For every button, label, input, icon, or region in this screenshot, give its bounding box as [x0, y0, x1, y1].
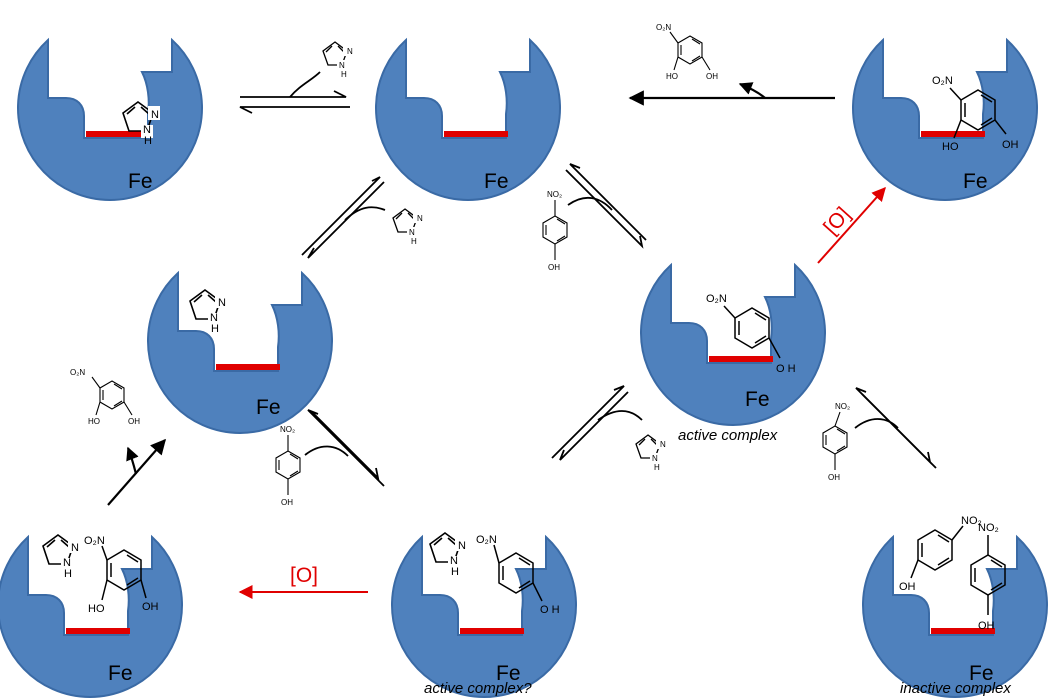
- svg-text:N: N: [660, 440, 666, 449]
- svg-text:HO: HO: [942, 141, 959, 153]
- nitrophenol-molecule: NO₂ OH: [899, 515, 982, 593]
- equilibrium-arrow-left-diagonal: [301, 176, 386, 259]
- fe-label: Fe: [963, 170, 988, 193]
- svg-text:OH: OH: [1002, 139, 1019, 151]
- svg-text:OH: OH: [128, 417, 140, 426]
- svg-text:OH: OH: [142, 601, 159, 613]
- svg-text:NO₂: NO₂: [280, 425, 295, 434]
- svg-text:N: N: [458, 540, 466, 552]
- fe-label: Fe: [128, 170, 153, 193]
- pyrazole-molecule: N N H: [429, 532, 468, 578]
- pocket-catechol-pyrazole-bottom-left: Fe N N H O₂N HO OH: [0, 534, 183, 698]
- free-2-nitrophenol: NO₂ OH: [822, 402, 850, 482]
- svg-text:O₂N: O₂N: [84, 535, 105, 547]
- svg-text:NO₂: NO₂: [835, 402, 850, 411]
- svg-text:NO₂: NO₂: [547, 190, 562, 199]
- release-arrow-top: [628, 82, 835, 106]
- pyrazole-molecule: N N H: [42, 534, 81, 580]
- free-pyrazole-bottom: N N H: [635, 434, 667, 472]
- pyrazole-molecule: N N H: [189, 289, 228, 335]
- pocket-pyrazole-middle-left: Fe N N H: [147, 272, 333, 434]
- equilibrium-arrow-right-lower: [854, 387, 937, 469]
- svg-text:HO: HO: [88, 603, 105, 615]
- nitrophenol-molecule: O₂N O H: [706, 293, 796, 375]
- equilibrium-arrow-middle-left: [304, 409, 385, 487]
- free-nitrophenol-b: NO₂ OH: [275, 425, 301, 507]
- svg-text:N: N: [339, 61, 345, 70]
- nitrocatechol-molecule: O₂N HO OH: [84, 535, 159, 615]
- oxidation-arrow-top-right: [O]: [817, 186, 886, 264]
- pocket-nitrophenol-active: Fe O₂N O H: [640, 264, 826, 426]
- svg-text:N: N: [652, 454, 658, 463]
- svg-text:OH: OH: [548, 263, 560, 272]
- svg-text:H: H: [144, 135, 152, 147]
- fe-label: Fe: [108, 662, 133, 685]
- svg-text:N: N: [71, 542, 79, 554]
- svg-text:N: N: [151, 109, 159, 121]
- svg-text:O₂N: O₂N: [656, 23, 671, 32]
- svg-text:HO: HO: [88, 417, 100, 426]
- svg-text:H: H: [411, 237, 417, 246]
- caption-inactive-complex: inactive complex: [900, 680, 1011, 697]
- nitrocatechol-molecule: O₂N HO OH: [932, 75, 1019, 153]
- svg-text:N: N: [347, 47, 353, 56]
- svg-text:OH: OH: [706, 72, 718, 81]
- fe-label: Fe: [256, 396, 281, 419]
- svg-text:O₂N: O₂N: [932, 75, 953, 87]
- svg-text:O H: O H: [540, 604, 560, 616]
- caption-active-complex-q: active complex?: [424, 680, 532, 697]
- pocket-nitrocatechol-top-right: Fe O₂N HO OH: [852, 39, 1038, 201]
- pyrazole-molecule: N N H: [122, 101, 161, 147]
- equilibrium-arrow-bottom-center: [551, 385, 643, 461]
- svg-text:OH: OH: [281, 498, 293, 507]
- svg-text:HO: HO: [666, 72, 678, 81]
- pocket-nitrophenol-pyrazole-active-q: Fe N N H O₂N O H: [391, 532, 577, 698]
- fe-label: Fe: [969, 662, 994, 685]
- svg-text:H: H: [341, 70, 347, 79]
- svg-text:H: H: [211, 323, 219, 335]
- release-arrow-bottom-left: [107, 438, 167, 506]
- oxidant-label: [O]: [819, 203, 855, 239]
- equilibrium-arrow-top-left: [239, 71, 350, 114]
- svg-text:N: N: [417, 214, 423, 223]
- svg-text:OH: OH: [978, 620, 995, 632]
- caption-active-complex: active complex: [678, 427, 778, 444]
- oxidation-arrow-bottom: [O]: [238, 564, 368, 599]
- svg-text:N: N: [409, 228, 415, 237]
- oxidant-label: [O]: [290, 564, 318, 587]
- pocket-two-nitrophenol-inactive: Fe NO₂ OH NO₂ OH: [862, 515, 1048, 698]
- free-nitrocatechol-top: O₂N HO OH: [656, 23, 718, 81]
- svg-text:H: H: [654, 463, 660, 472]
- svg-text:OH: OH: [899, 581, 916, 593]
- pocket-empty-top-center: Fe: [375, 39, 561, 201]
- svg-text:N: N: [450, 555, 458, 567]
- free-nitrocatechol-left: O₂N HO OH: [70, 368, 140, 426]
- svg-text:N: N: [143, 124, 151, 136]
- pocket-pyrazole-top-left: Fe N N H: [17, 39, 203, 201]
- fe-label: Fe: [484, 170, 509, 193]
- svg-text:N: N: [210, 312, 218, 324]
- free-nitrophenol-a: NO₂ OH: [542, 190, 568, 272]
- svg-text:H: H: [451, 566, 459, 578]
- svg-text:O₂N: O₂N: [706, 293, 727, 305]
- nitrophenol-molecule-2: NO₂ OH: [970, 522, 1006, 632]
- svg-text:O₂N: O₂N: [70, 368, 85, 377]
- svg-text:N: N: [63, 557, 71, 569]
- fe-label: Fe: [745, 388, 770, 411]
- svg-text:NO₂: NO₂: [961, 515, 982, 527]
- svg-text:O H: O H: [776, 363, 796, 375]
- free-pyrazole-left: N N H: [392, 208, 424, 246]
- fe-label: Fe: [496, 662, 521, 685]
- equilibrium-arrow-right-diagonal: [565, 163, 647, 249]
- svg-text:OH: OH: [828, 473, 840, 482]
- svg-text:O₂N: O₂N: [476, 534, 497, 546]
- free-pyrazole-top: N N H: [322, 41, 354, 79]
- svg-text:N: N: [218, 297, 226, 309]
- nitrophenol-molecule: O₂N O H: [476, 534, 560, 616]
- svg-text:NO₂: NO₂: [978, 522, 999, 534]
- svg-text:H: H: [64, 568, 72, 580]
